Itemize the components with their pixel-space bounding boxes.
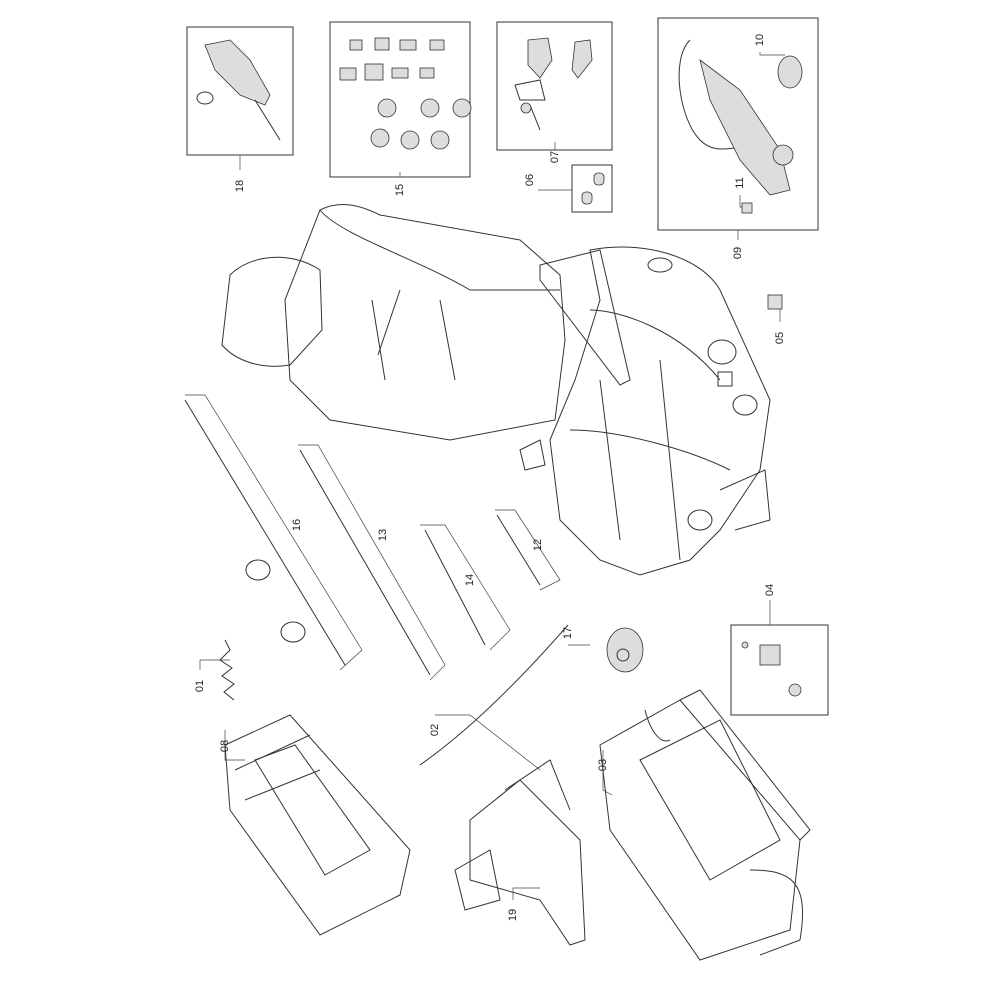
- callout-17: 17: [562, 626, 574, 640]
- callout-18: 18: [234, 179, 246, 193]
- part-19-bracket: [454, 759, 586, 946]
- callout-08: 08: [219, 739, 231, 753]
- part-04-switch-kit: [741, 641, 802, 697]
- callout-11: 11: [734, 177, 746, 189]
- callout-04: 04: [764, 583, 776, 597]
- part-17-knob: [606, 627, 644, 673]
- callout-07: 07: [549, 150, 561, 164]
- callout-01: 01: [194, 679, 206, 693]
- callout-02: 02: [429, 723, 441, 737]
- part-09-control-unit: [678, 39, 803, 214]
- part-03-suspension-base: [599, 689, 811, 961]
- callout-13: 13: [377, 528, 389, 542]
- part-07-latch: [514, 37, 593, 131]
- callout-09: 09: [732, 246, 744, 260]
- callout-19: 19: [507, 908, 519, 922]
- leader-lines: [185, 52, 785, 900]
- callout-15: 15: [394, 183, 406, 197]
- callout-05: 05: [774, 331, 786, 345]
- rods-cables: [184, 399, 569, 766]
- part-18-mechanism: [196, 39, 281, 141]
- callout-14: 14: [464, 573, 476, 587]
- detail-box-06: [571, 164, 613, 213]
- callout-03: 03: [597, 758, 609, 772]
- seat-assembly: [221, 204, 771, 576]
- part-08-cushion-frame: [224, 714, 411, 936]
- callout-06: 06: [524, 173, 536, 187]
- callout-16: 16: [291, 518, 303, 532]
- detail-box-04: [730, 624, 829, 716]
- callout-10: 10: [754, 33, 766, 47]
- part-06-caps: [581, 172, 605, 205]
- callout-12: 12: [532, 538, 544, 552]
- detail-box-07: [496, 21, 613, 151]
- part-05-switch: [767, 294, 783, 310]
- part-15-bushings: [339, 37, 472, 150]
